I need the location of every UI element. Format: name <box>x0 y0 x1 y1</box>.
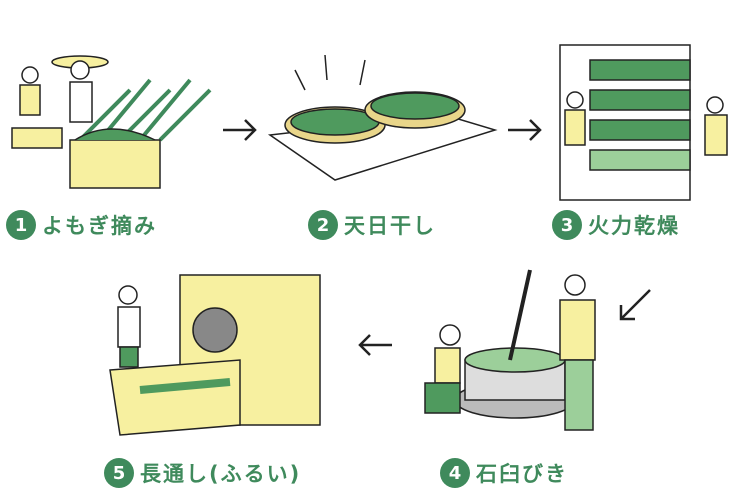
step-number-badge: 5 <box>104 458 134 488</box>
arrow-right-icon <box>223 119 257 141</box>
step-4-label: 4 石臼びき <box>440 458 568 488</box>
step-3-label: 3 火力乾燥 <box>552 210 680 240</box>
illustration-sifting <box>109 274 321 436</box>
step-2-label: 2 天日干し <box>308 210 436 240</box>
step-5-label: 5 長通し(ふるい) <box>104 458 301 488</box>
step-number-badge: 4 <box>440 458 470 488</box>
step-number-badge: 3 <box>552 210 582 240</box>
illustration-stone-mill <box>424 269 596 431</box>
step-title: 天日干し <box>344 214 436 238</box>
illustration-fire-drying <box>559 44 728 201</box>
step-number-badge: 2 <box>308 210 338 240</box>
step-1-label: 1 よもぎ摘み <box>6 210 157 240</box>
arrow-down-left-icon <box>619 289 651 321</box>
illustration-sun-drying <box>267 54 498 181</box>
step-number-badge: 1 <box>6 210 36 240</box>
step-title: 石臼びき <box>476 462 568 486</box>
illustration-picking <box>11 55 212 189</box>
arrow-left-icon <box>358 334 392 356</box>
step-title: 火力乾燥 <box>588 214 680 238</box>
arrow-right-icon <box>508 119 542 141</box>
step-title: よもぎ摘み <box>42 214 157 238</box>
step-title: 長通し(ふるい) <box>140 462 302 486</box>
